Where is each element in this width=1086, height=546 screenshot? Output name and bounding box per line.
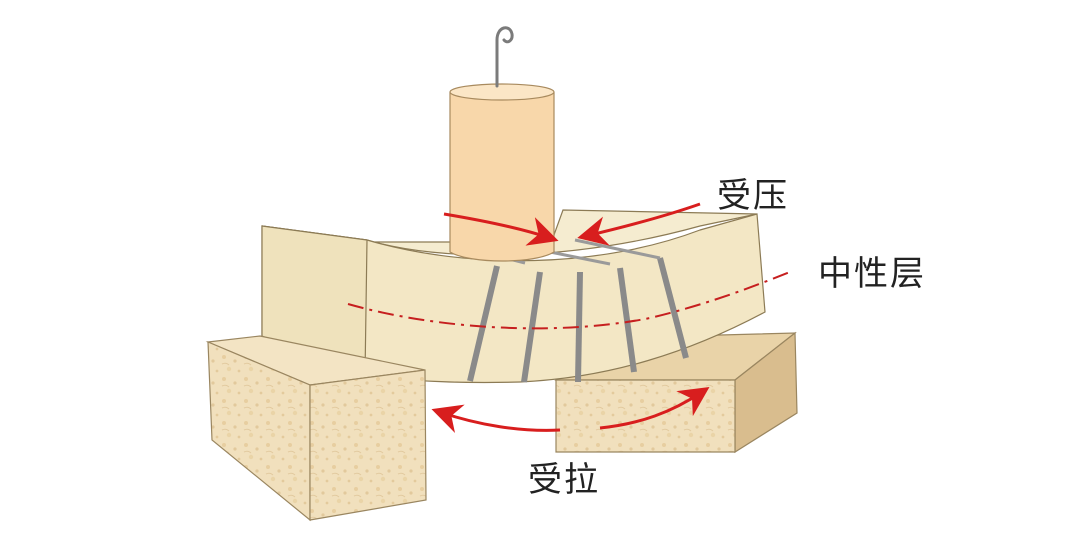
neutral-layer-label: 中性层: [818, 254, 926, 294]
neutral-axis-line: [347, 271, 791, 330]
compression-arrow-right: [577, 202, 701, 246]
compression-label: 受压: [717, 176, 789, 216]
compression-arrow-left: [443, 212, 559, 246]
hook-icon: [495, 26, 514, 88]
tension-arrow-right: [599, 387, 710, 430]
tension-arrow-left: [431, 404, 561, 433]
tension-label: 受拉: [528, 460, 600, 500]
left-support: [205, 335, 427, 522]
